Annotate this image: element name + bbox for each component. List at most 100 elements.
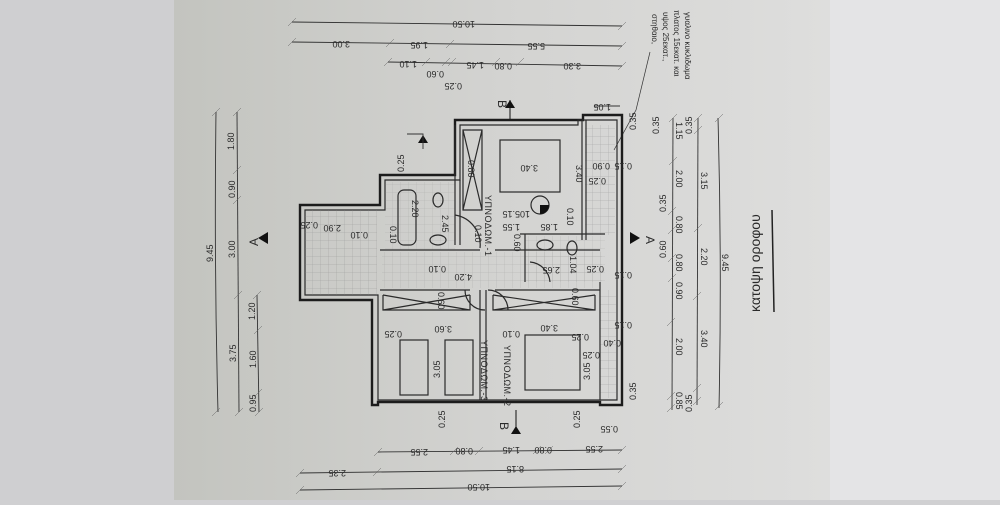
dim-label: 1.60	[248, 350, 258, 368]
dim-label: 1.55	[502, 222, 520, 232]
annotation-line: στηθαιο,	[650, 14, 659, 44]
dim-label: 1.04	[568, 256, 578, 274]
dim-label: 1.95	[410, 40, 428, 50]
dim-label: 0.25	[572, 410, 582, 428]
dim-label: 0.85	[674, 392, 684, 410]
double-bed-2	[524, 334, 581, 391]
dim-label: 0.25	[571, 332, 589, 342]
dim-label: 0.10	[350, 230, 368, 240]
dim-label: 0.90	[227, 180, 237, 198]
dim-label: 0.80	[674, 216, 684, 234]
bathroom-1	[385, 182, 455, 250]
dim-label: 0.80	[534, 445, 552, 455]
balcony-2	[600, 290, 616, 398]
dim-label: 0.10	[388, 226, 398, 244]
dim-label: 2.45	[440, 215, 450, 233]
dim-label: 1.15	[674, 122, 684, 140]
single-bed-2	[444, 339, 474, 396]
dim-label: 0.10	[428, 264, 446, 274]
dim-label: 0.60	[426, 69, 444, 79]
left-dimensions: 9.45 1.80 0.90 3.00 3.75 1.20 1.60 0.95	[205, 107, 264, 417]
dim-label: 1.45	[502, 445, 520, 455]
annotation-line: γυαλινο κυκλιδωμα	[683, 12, 692, 80]
dim-label: 0.60	[570, 288, 580, 306]
dim-label: 3.00	[332, 39, 350, 49]
dim-label: 2.00	[674, 338, 684, 356]
building-walls	[298, 113, 624, 407]
dim-label: 0.35	[684, 394, 694, 412]
dim-label: 0.80	[455, 446, 473, 456]
dim-label: 3.75	[228, 344, 238, 362]
dim-label: 9.45	[205, 244, 215, 262]
interior-dimensions: 3.40 3.40 0.80 2.45 2.20 0.25 1.55 1.85 …	[300, 154, 638, 434]
sink-1	[429, 234, 447, 246]
dim-label: 0.25	[396, 154, 406, 172]
dim-label: 2.55	[410, 447, 428, 457]
dim-label: 0.80	[494, 61, 512, 71]
dim-label: 0.95	[248, 394, 258, 412]
dim-label: 3.00	[227, 240, 237, 258]
dim-label: 1.80	[226, 132, 236, 150]
dim-label: 0.25	[444, 81, 462, 91]
dim-label: 5.55	[527, 41, 545, 51]
dim-label: 9.45	[720, 254, 730, 272]
section-b-top: B	[495, 100, 509, 108]
dim-label: 0.15	[614, 161, 632, 171]
room-label-bedroom-1: ΥΠΝΟΔΩΜ.-1	[483, 195, 493, 257]
dim-label: 3.40	[699, 330, 709, 348]
room-label-bedroom-3: ΥΠΝΟΔΩΜ.-3	[479, 340, 489, 402]
dim-label: 10.50	[452, 19, 475, 29]
dim-label: 0.60	[658, 240, 668, 258]
dim-label: 3.15	[699, 172, 709, 190]
dim-label: 10.50	[467, 482, 490, 492]
dim-label: 0.90	[592, 161, 610, 171]
toilet-1	[432, 192, 444, 208]
wardrobe-2	[492, 294, 596, 311]
dim-label: 0.60	[512, 234, 522, 252]
top-dimensions: 10.50 3.00 1.95 5.55 1.10 0.60 0.25 1.45…	[287, 17, 627, 91]
title-text: κατοψη οροφου	[747, 214, 763, 312]
dim-label: 0.25	[300, 220, 318, 230]
dim-label: 3.60	[434, 324, 452, 334]
dim-label: 3.40	[540, 323, 558, 333]
dim-label: 3.05	[582, 362, 592, 380]
dim-label: 1.20	[247, 302, 257, 320]
section-b-bottom: B	[497, 422, 511, 430]
dim-label: 0.25	[437, 410, 447, 428]
dim-label: 0.25	[586, 264, 604, 274]
dim-label: 0.25	[582, 350, 600, 360]
dim-label: 1.85	[540, 222, 558, 232]
sink-2	[536, 239, 554, 251]
dim-label: 4.20	[454, 272, 472, 282]
dim-label: 0.35	[628, 112, 638, 130]
dim-label: 2.20	[699, 248, 709, 266]
section-a-left: A	[247, 238, 261, 246]
bathtub	[397, 189, 417, 246]
single-bed-1	[399, 339, 429, 396]
dim-label: 0.35	[651, 116, 661, 134]
dim-label: 2.00	[674, 170, 684, 188]
dim-label: 0.35	[628, 382, 638, 400]
bathroom-2	[525, 236, 605, 282]
double-bed-1	[499, 139, 561, 193]
right-dimensions: 1.05 0.35 1.15 2.00 0.35 0.80 0.60 0.80 …	[593, 102, 730, 413]
toilet-2	[566, 240, 578, 256]
dim-label: 2.55	[585, 444, 603, 454]
dim-label: 0.10	[565, 208, 575, 226]
background-right	[828, 0, 1000, 500]
dim-label: 3.40	[520, 163, 538, 173]
dim-label: 0.35	[658, 194, 668, 212]
staircase	[305, 210, 377, 295]
annotation-line: πλατος 15εκατ. και	[672, 10, 681, 77]
dim-label: 3.05	[432, 360, 442, 378]
dim-label: 0.25	[384, 329, 402, 339]
dim-label: 0.25	[588, 176, 606, 186]
dim-label: 2.35	[328, 468, 346, 478]
section-marks: A A B B	[247, 100, 657, 434]
dim-label: 3.40	[574, 165, 584, 183]
dim-label: 0.55	[600, 424, 618, 434]
dim-label: 1.05	[593, 102, 611, 112]
dim-label: 2.20	[410, 200, 420, 218]
